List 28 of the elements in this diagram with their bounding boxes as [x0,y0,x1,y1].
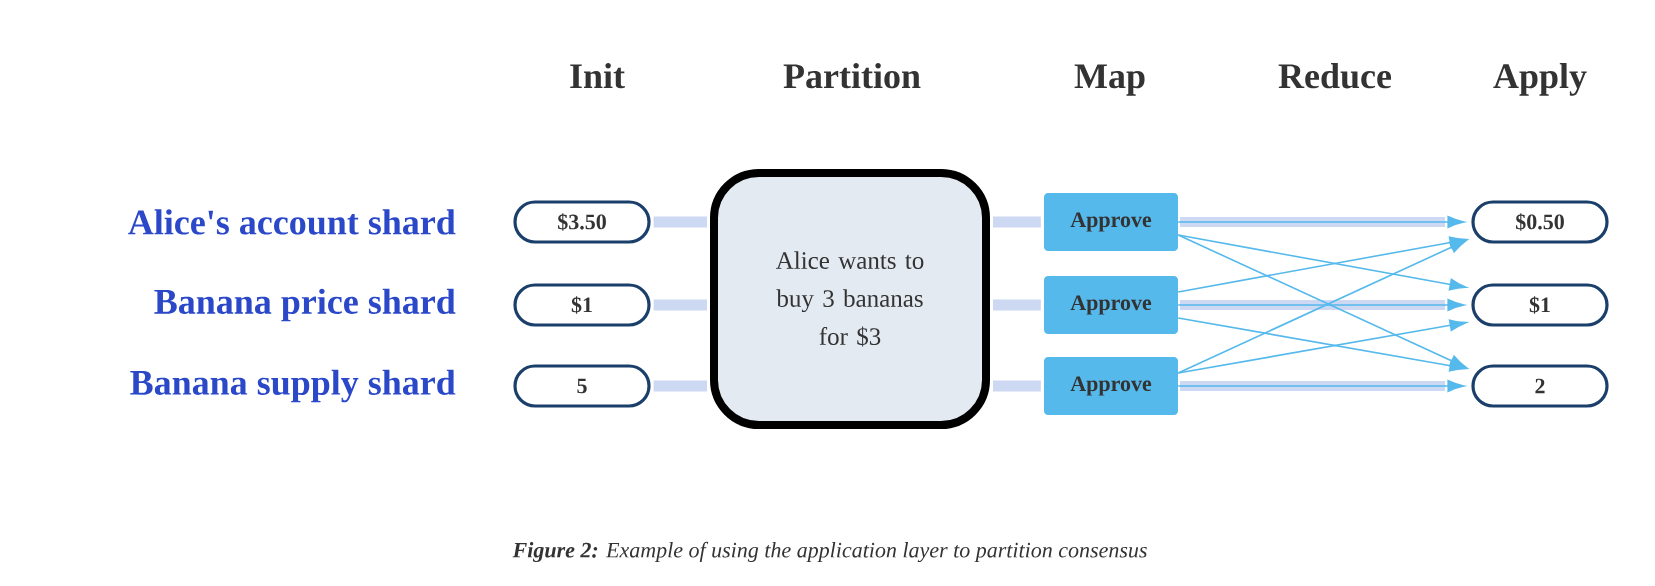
pill-box: $1 [1471,283,1609,327]
flow-band [993,299,1041,311]
pill-box: 5 [513,364,651,408]
column-header: Reduce [1278,63,1392,89]
flow-band [993,216,1041,228]
approve-box: Approve [1044,276,1178,334]
caption: Figure 2: Example of using the application layer to partition consensus [512,541,1147,563]
approve-box: Approve [1044,193,1178,251]
approve-box: Approve [1044,357,1178,415]
column-header: Partition [783,63,921,89]
column-header: Apply [1493,63,1587,96]
column-header: Map [1074,64,1145,96]
row-label: Banana price shard [154,288,456,322]
arrow [1177,380,1465,392]
arrow [1177,216,1465,228]
pill-box: $0.50 [1471,200,1609,244]
pill-box: 2 [1471,364,1609,408]
pill-box: $1 [513,283,651,327]
flow-band [993,380,1041,392]
row-label: Alice's account shard [128,209,456,235]
flow-band [653,299,707,311]
column-header: Init [570,63,625,89]
pill-box: $3.50 [513,200,651,244]
arrow [1177,299,1465,311]
flow-band [653,216,707,228]
flow-band [653,380,707,392]
task-box: Alice wants to buy 3 bananas for $3 [710,169,990,429]
row-label: Banana supply shard [130,369,456,403]
